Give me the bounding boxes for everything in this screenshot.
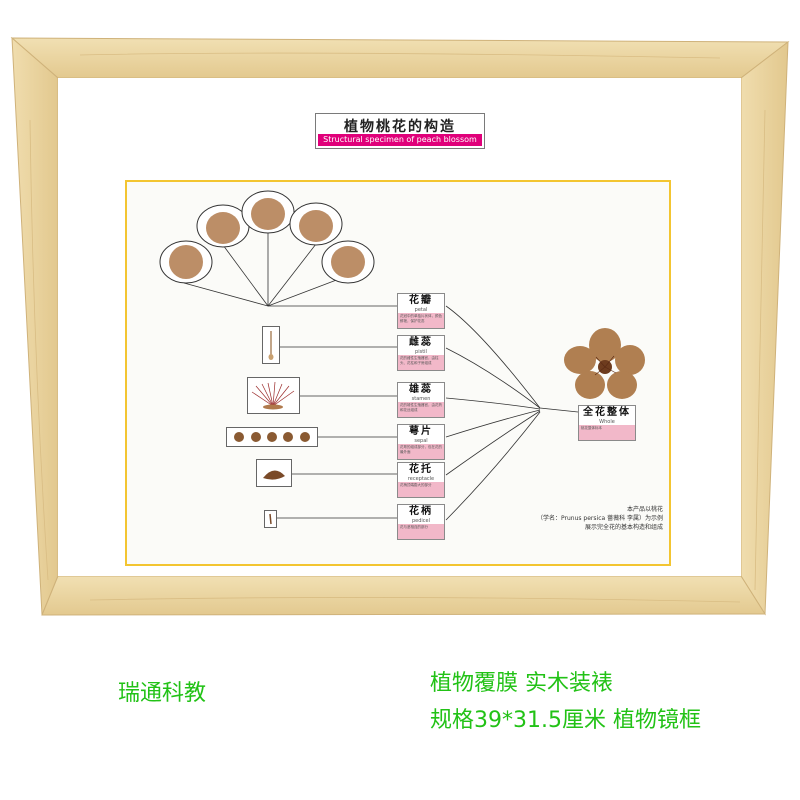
part-name: 雄蕊 [409, 384, 433, 395]
spec-caption-line1: 植物覆膜 实木装裱 [430, 671, 613, 696]
pistil-drawing [268, 331, 274, 360]
note-line: 本产品以桃花 [626, 506, 663, 513]
petal-oval [241, 190, 295, 234]
part-description: 花的雌性生殖器官，由柱头、花柱和子房组成 [398, 355, 444, 370]
stamen-thumbnail [247, 377, 300, 414]
spec-caption-line2: 规格39*31.5厘米 植物镜框 [430, 708, 701, 733]
whole-flower-specimen [564, 328, 645, 399]
part-name: 花瓣 [409, 295, 433, 306]
part-description: 花冠中的单独片状体，颜色鲜艳，保护花蕊 [398, 313, 444, 328]
wooden-frame [10, 36, 790, 616]
whole-flower-box: 全花整体 Whole 桃花整体标本 [578, 405, 636, 441]
brand-caption: 瑞通科教 [118, 681, 207, 706]
part-name: 雌蕊 [409, 337, 433, 348]
part-description: 花与茎相连的部分 [398, 524, 444, 539]
note-line: 展示完全花的基本构造和组成 [584, 524, 663, 531]
part-description: 花萼的组成部分，包在花的最外面 [398, 444, 444, 459]
whole-name: 全花整体 [583, 407, 631, 418]
sepal-drawing [234, 432, 310, 442]
petal-oval [159, 240, 213, 284]
part-box-stamen: 雄蕊 stamen 花的雄性生殖器官，由花药和花丝组成 [397, 382, 445, 418]
part-english: receptacle [407, 476, 435, 482]
part-english: pistil [415, 349, 427, 355]
chart-title-en: Structural specimen of peach blossom [318, 134, 482, 146]
part-english: pedicel [411, 518, 431, 524]
petal-oval [321, 240, 375, 284]
part-box-pedicel: 花柄 pedicel 花与茎相连的部分 [397, 504, 445, 540]
pistil-thumbnail [262, 326, 280, 364]
note-line: （学名：Prunus persica 蔷薇科 李属）为示例 [537, 515, 663, 522]
part-description: 花的雄性生殖器官，由花药和花丝组成 [398, 402, 444, 417]
chart-title: 植物桃花的构造 [344, 119, 456, 135]
part-box-pistil: 雌蕊 pistil 花的雌性生殖器官，由柱头、花柱和子房组成 [397, 335, 445, 371]
part-english: stamen [411, 396, 431, 402]
part-name: 萼片 [409, 426, 433, 437]
part-box-sepal: 萼片 sepal 花萼的组成部分，包在花的最外面 [397, 424, 445, 460]
receptacle-thumbnail [256, 459, 292, 487]
part-box-receptacle: 花托 receptacle 花柄顶端膨大的部分 [397, 462, 445, 498]
chart-title-box: 植物桃花的构造 Structural specimen of peach blo… [315, 113, 485, 149]
pedicel-drawing [269, 513, 272, 525]
part-box-petal: 花瓣 petal 花冠中的单独片状体，颜色鲜艳，保护花蕊 [397, 293, 445, 329]
part-english: sepal [414, 438, 428, 444]
petal-oval [196, 204, 250, 248]
part-name: 花柄 [409, 506, 433, 517]
part-english: petal [414, 307, 428, 313]
whole-english: Whole [599, 419, 615, 425]
pedicel-thumbnail [264, 510, 277, 528]
part-description: 花柄顶端膨大的部分 [398, 482, 444, 497]
product-note: 本产品以桃花 （学名：Prunus persica 蔷薇科 李属）为示例 展示完… [483, 505, 663, 532]
whole-description: 桃花整体标本 [579, 425, 635, 440]
sepal-thumbnail [226, 427, 318, 447]
part-name: 花托 [409, 464, 433, 475]
petal-oval [289, 202, 343, 246]
stamen-drawing [251, 381, 295, 410]
receptacle-drawing [263, 470, 285, 480]
